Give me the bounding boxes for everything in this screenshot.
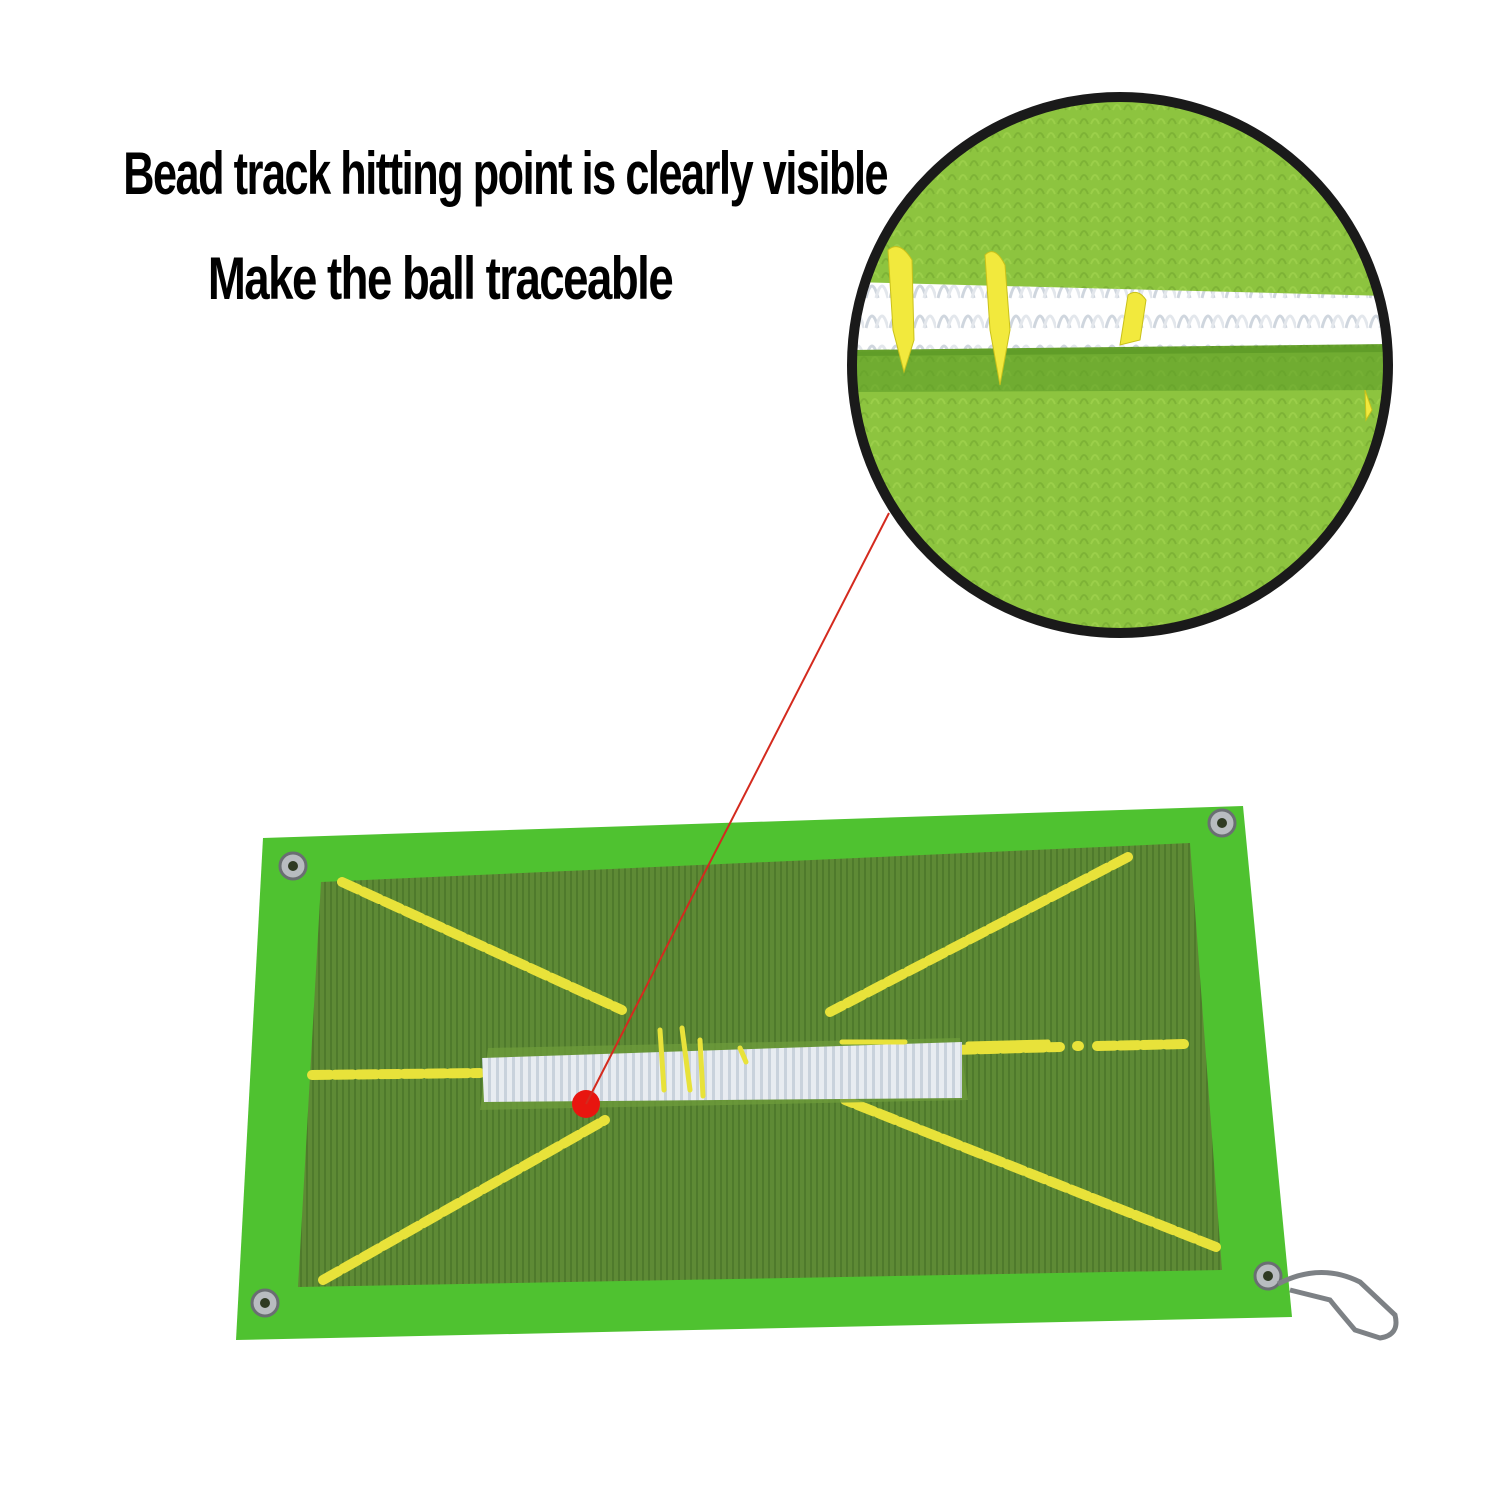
zoom-circle-frame	[847, 92, 1393, 638]
grommet-icon	[278, 851, 308, 881]
zoom-leader-line	[585, 512, 890, 1105]
impact-strip	[480, 1025, 1051, 1110]
hitting-mat	[236, 806, 1399, 1341]
grommet-icon	[250, 1288, 280, 1318]
headline-primary: Bead track hitting point is clearly visi…	[123, 140, 888, 207]
grommet-icon	[1207, 808, 1237, 838]
headline-secondary: Make the ball traceable	[207, 245, 674, 312]
grommets	[250, 808, 1283, 1318]
grommet-icon	[1253, 1261, 1283, 1291]
carabiner-clip-icon	[1276, 1270, 1399, 1341]
zoom-detail-view	[847, 92, 1393, 638]
alignment-guides	[307, 852, 1221, 1285]
